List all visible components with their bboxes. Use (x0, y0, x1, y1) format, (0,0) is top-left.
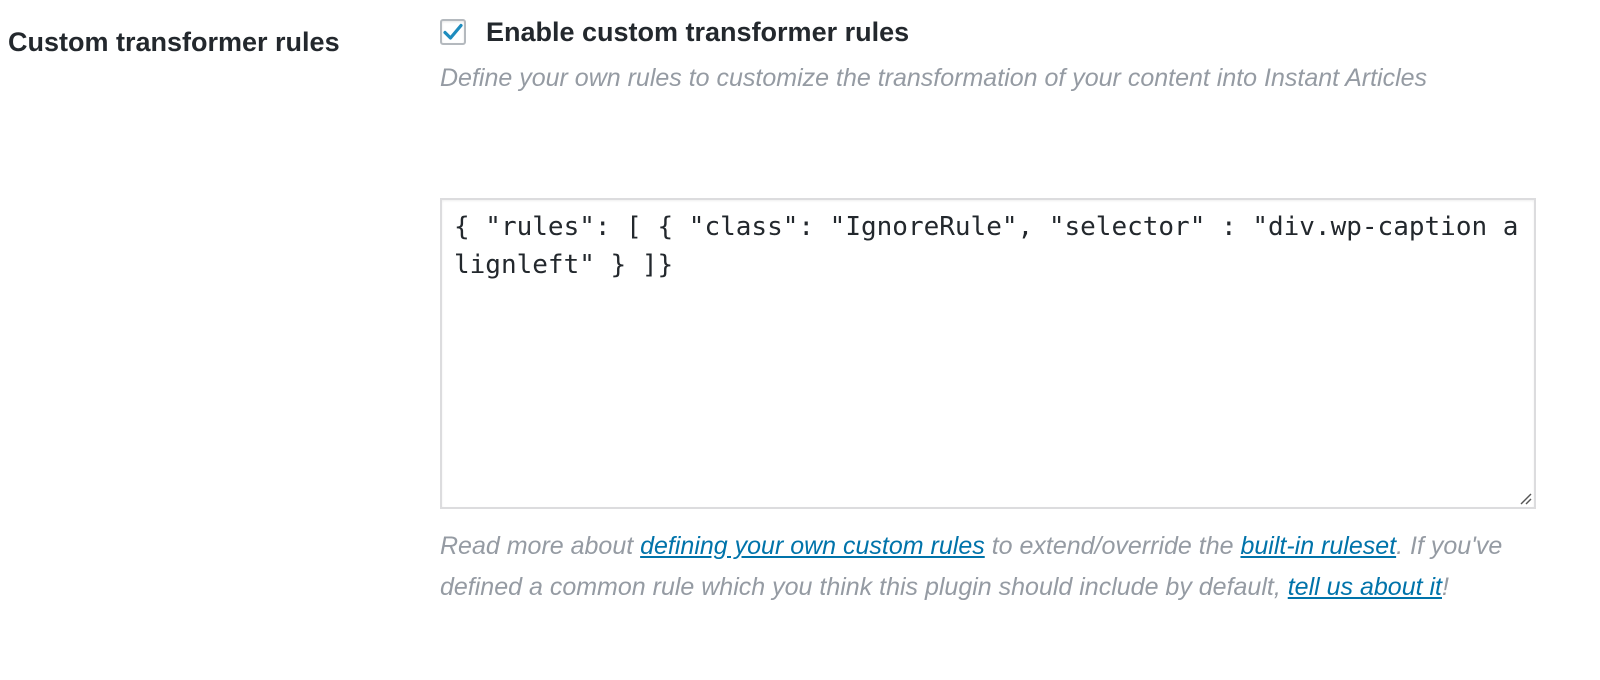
help-text-part: ! (1442, 573, 1449, 601)
help-text-part: Read more about (440, 532, 641, 560)
tell-us-link[interactable]: tell us about it (1287, 573, 1442, 601)
rules-textarea-wrapper: { "rules": [ { "class": "IgnoreRule", "s… (440, 198, 1536, 509)
enable-rules-label[interactable]: Enable custom transformer rules (486, 16, 910, 47)
help-text: Read more about defining your own custom… (440, 526, 1550, 608)
rules-textarea[interactable]: { "rules": [ { "class": "IgnoreRule", "s… (440, 198, 1536, 509)
help-text-part: . If you've defined a common rule which … (440, 532, 1503, 601)
custom-rules-link[interactable]: defining your own custom rules (640, 532, 985, 560)
enable-rules-row: Enable custom transformer rules (440, 14, 909, 50)
field-label: Custom transformer rules (8, 27, 340, 57)
enable-rules-checkbox[interactable] (440, 19, 466, 45)
resize-handle-icon[interactable] (1518, 491, 1532, 505)
field-description: Define your own rules to customize the t… (440, 64, 1428, 92)
built-in-ruleset-link[interactable]: built-in ruleset (1240, 532, 1397, 560)
help-text-part: to extend/override the (984, 532, 1241, 560)
checkmark-icon (443, 23, 463, 40)
